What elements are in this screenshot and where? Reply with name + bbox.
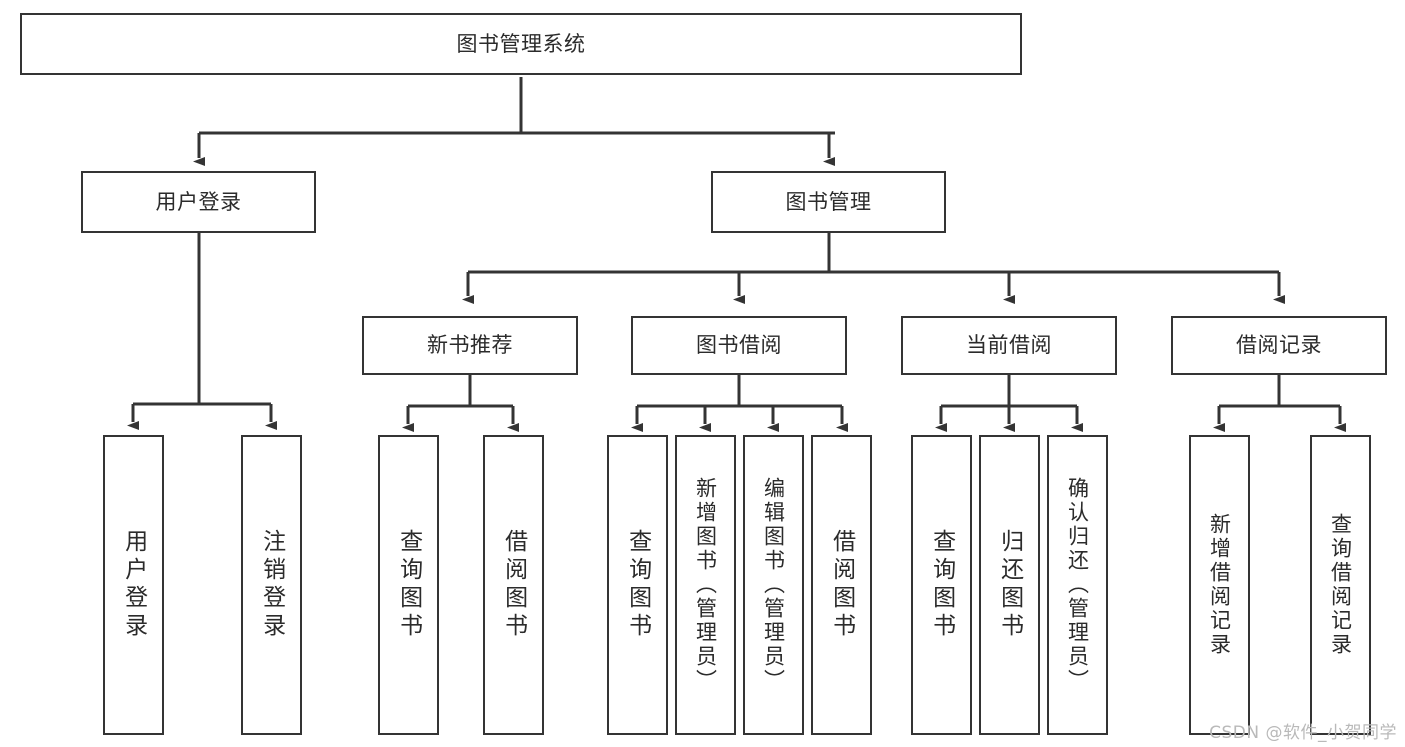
watermark: CSDN @软件_小贺同学 [1209,723,1397,743]
node-label: 借阅记录 [1236,333,1322,358]
node-label: 查询图书 [928,529,955,641]
node-label: 注销登录 [258,529,285,641]
leaf-record-add[interactable]: 新增借阅记录 [1189,435,1250,735]
node-label: 图书管理 [785,189,872,214]
node-label: 确认归还（管理员） [1065,477,1090,693]
node-label: 查询图书 [395,529,422,641]
node-book-management[interactable]: 图书管理 [711,171,946,233]
node-label: 查询借阅记录 [1328,513,1353,657]
node-label: 新书推荐 [427,333,513,358]
node-label: 新增借阅记录 [1207,513,1232,657]
leaf-current-query-book[interactable]: 查询图书 [911,435,972,735]
node-book-borrow[interactable]: 图书借阅 [631,316,847,375]
node-user-login[interactable]: 用户登录 [81,171,316,233]
node-label: 借阅图书 [500,529,527,641]
leaf-borrow-borrow-book[interactable]: 借阅图书 [811,435,872,735]
leaf-borrow-query-book[interactable]: 查询图书 [607,435,668,735]
node-label: 图书借阅 [696,333,782,358]
node-label: 归还图书 [996,529,1023,641]
node-label: 图书管理系统 [456,31,586,56]
node-label: 编辑图书（管理员） [761,477,786,693]
node-current-borrow[interactable]: 当前借阅 [901,316,1117,375]
node-label: 当前借阅 [966,333,1052,358]
leaf-user-login-login[interactable]: 用户登录 [103,435,164,735]
leaf-user-login-logout[interactable]: 注销登录 [241,435,302,735]
node-label: 用户登录 [120,529,147,641]
leaf-borrow-add-book[interactable]: 新增图书（管理员） [675,435,736,735]
node-borrow-record[interactable]: 借阅记录 [1171,316,1387,375]
leaf-current-confirm-return[interactable]: 确认归还（管理员） [1047,435,1108,735]
leaf-record-query[interactable]: 查询借阅记录 [1310,435,1371,735]
node-root-system[interactable]: 图书管理系统 [20,13,1022,75]
node-new-book-recommend[interactable]: 新书推荐 [362,316,578,375]
node-label: 借阅图书 [828,529,855,641]
node-label: 新增图书（管理员） [693,477,718,693]
node-label: 用户登录 [155,189,242,214]
node-label: 查询图书 [624,529,651,641]
leaf-borrow-edit-book[interactable]: 编辑图书（管理员） [743,435,804,735]
leaf-new-book-borrow[interactable]: 借阅图书 [483,435,544,735]
leaf-new-book-query[interactable]: 查询图书 [378,435,439,735]
leaf-current-return-book[interactable]: 归还图书 [979,435,1040,735]
